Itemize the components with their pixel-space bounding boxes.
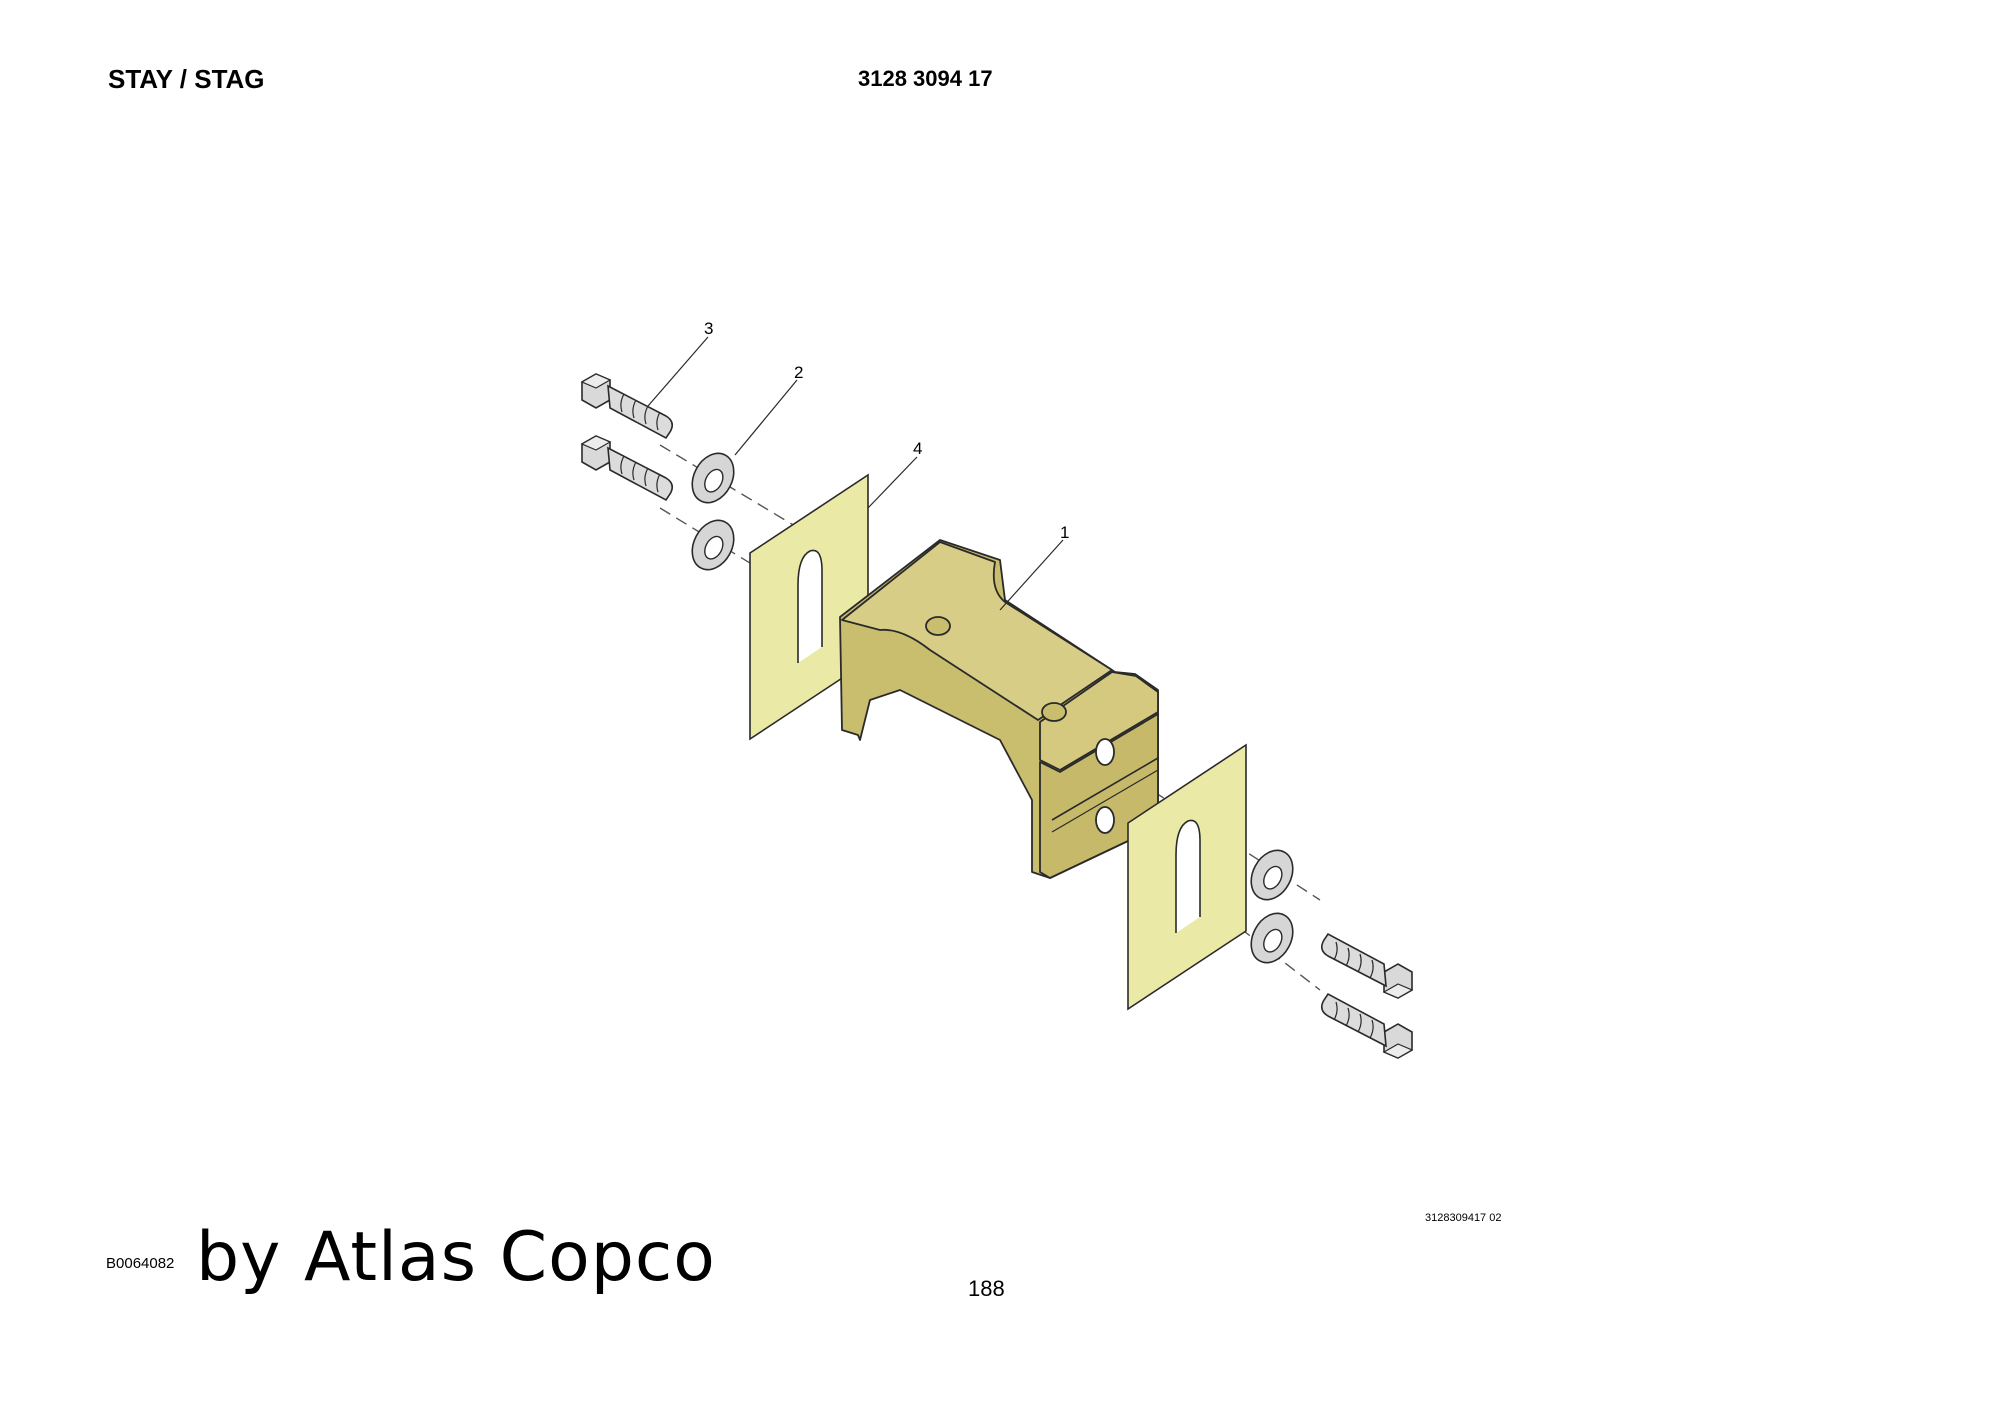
drawing-reference: 3128309417 02 xyxy=(1425,1212,1502,1224)
bolt-upper-right xyxy=(1320,933,1413,999)
callout-1: 1 xyxy=(1060,523,1069,542)
callout-2: 2 xyxy=(794,363,803,382)
document-number: 3128 3094 17 xyxy=(858,66,993,91)
bolt-lower-left xyxy=(581,435,674,501)
callout-3: 3 xyxy=(704,319,713,338)
bolt-lower-right xyxy=(1320,993,1413,1059)
washer-upper-right xyxy=(1242,842,1302,908)
leader-lines xyxy=(647,336,1064,611)
page-number: 188 xyxy=(968,1276,1005,1301)
washer-upper-left xyxy=(683,445,743,511)
stay-body xyxy=(839,539,1159,879)
callout-4: 4 xyxy=(913,439,922,458)
bolt-upper-left xyxy=(581,373,674,439)
washer-lower-right xyxy=(1242,905,1302,971)
b-number: B0064082 xyxy=(106,1255,175,1272)
page-title: STAY / STAG xyxy=(108,64,265,94)
washer-lower-left xyxy=(683,512,743,578)
brand-text: by Atlas Copco xyxy=(196,1218,716,1297)
